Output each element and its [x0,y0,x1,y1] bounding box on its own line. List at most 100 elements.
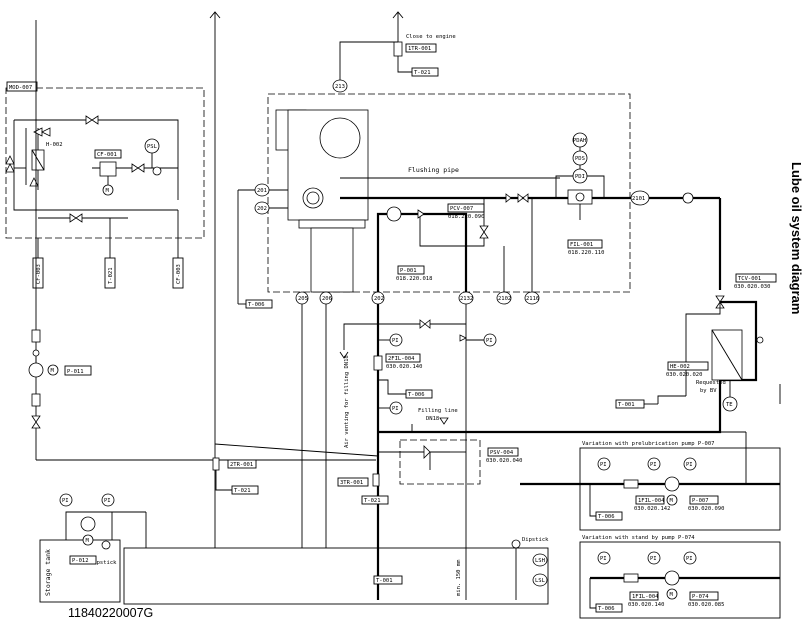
conn-201: 201 [257,188,267,194]
engine-zone: Flushing pipe PDAH PDS PDI FIL-001 018.2… [254,79,650,293]
cooler-circuit: TCV-001 030.020.030 HE-002 030.020.020 R… [378,192,777,434]
tag-pi: PI [650,556,657,562]
trap-3tr001-icon [372,473,380,487]
tag-he002: HE-002 [670,364,690,370]
tag-t021: T-021 [364,498,381,504]
valve-icon [459,334,467,342]
tag-t021: T-021 [234,488,251,494]
tag-pi: PI [600,556,607,562]
motor-icon [102,184,114,196]
motor-label: M [670,592,674,598]
tag-2tr001: 2TR-001 [230,462,253,468]
tag-pdi: PDI [575,174,585,180]
tag-psv004: PSV-004 [490,450,514,456]
tag-pcv007: PCV-007 [450,206,473,212]
code-he002: 030.020.020 [666,372,702,378]
code-p074: 030.020.085 [688,602,724,608]
dipstick-icon [511,539,521,549]
tag-fil001: FIL-001 [570,242,593,248]
variation-p007: Variation with prelubrication pump P-007… [520,441,781,531]
code-2fil004: 030.020.140 [386,364,422,370]
valve-icon [419,319,431,329]
tag-t021: T-021 [108,267,114,284]
module-label: MOD-007 [9,85,32,91]
conn-2102: 2102 [498,296,511,302]
temp-point-icon [682,192,694,204]
motor-icon [666,494,678,506]
valve-icon [85,115,99,125]
code-fil001: 018.220.110 [568,250,604,256]
flushing-pipe-label: Flushing pipe [408,166,459,174]
tag-t006: T-006 [248,302,265,308]
tag-p012: P-012 [72,558,89,564]
code-p001: 018.220.018 [396,276,432,282]
close-to-engine-label: Close to engine [406,34,456,40]
valve-icon [69,213,83,223]
code-1fil004: 030.020.142 [634,506,670,512]
variation-p074-label: Variation with stand by pump P-074 [582,535,695,541]
filling-area: Air venting for filling DN18 PI PI 2FIL-… [339,304,522,600]
side-title: Lube oil system diagram [760,150,812,550]
tag-h002: H-002 [46,142,63,148]
valve-icon [439,417,449,425]
dipstick-label: Dipstick [522,537,549,543]
tag-pi: PI [392,338,399,344]
conn-2116: 2116 [526,296,539,302]
drawing-number: 11840220007G [68,606,154,620]
conn-213: 213 [335,84,345,90]
page-title: Lube oil system diagram [789,162,804,315]
tag-p001: P-001 [400,268,417,274]
code-tcv001: 030.020.030 [734,284,770,290]
pump-p007-icon [664,476,680,492]
tag-1tr001: 1TR-001 [408,46,431,52]
tag-1fil004: 1FIL-004 [632,594,659,600]
tag-t006: T-006 [408,392,425,398]
tag-p074: P-074 [692,594,709,600]
tag-pi: PI [686,462,693,468]
min-150-label: min. 150 mm [456,559,462,596]
tag-tcv001: TCV-001 [738,276,761,282]
filter-1fil004-icon [623,573,639,583]
tag-pi: PI [686,556,693,562]
tag-cf003: CF-003 [36,264,42,284]
check-valve-icon [505,193,512,203]
filter-icon [31,393,41,407]
tag-p007: P-007 [692,498,709,504]
tag-te: TE [726,402,733,408]
code-psv004: 030.020.040 [486,458,522,464]
tag-1fil004: 1FIL-004 [638,498,665,504]
conn-205: 205 [298,296,308,302]
motor-icon [666,588,678,600]
motor-icon [82,534,94,546]
valve-icon [5,155,15,173]
tag-pi: PI [104,498,111,504]
tag-cf003: CF-003 [176,264,182,284]
psv-icon [423,445,431,459]
tag-pi: PI [600,462,607,468]
module-mod-007: MOD-007 H-002 CF-001 M PSL [5,81,205,239]
tag-p011: P-011 [67,369,84,375]
tag-pi: PI [486,338,493,344]
conn-202: 202 [374,296,384,302]
return-lines: 2TR-001 T-021 3TR-001 T-021 [212,443,389,505]
trap-icon [393,41,403,57]
pump-p011-icon [28,362,44,378]
motor-icon [47,364,59,376]
supply-line-p011: M P-011 [28,20,376,461]
conn-202: 202 [257,206,267,212]
filter-2fil004-icon [373,355,383,371]
pump-p001-icon [386,206,402,222]
tag-3tr001: 3TR-001 [340,480,363,486]
filter-1fil004-icon [623,479,639,489]
code-p007: 030.020.090 [688,506,724,512]
valve-icon [31,415,41,429]
dn18-label: DN18 [426,416,439,422]
engine-connections: T-006 205 206 202 2132 2102 2116 [237,189,540,548]
code-1fil004: 030.020.140 [628,602,664,608]
motor-label: M [51,368,55,374]
dipstick-icon [101,540,111,550]
valve-icon [517,193,529,203]
valve-icon [29,177,39,187]
tag-t006: T-006 [598,606,615,612]
